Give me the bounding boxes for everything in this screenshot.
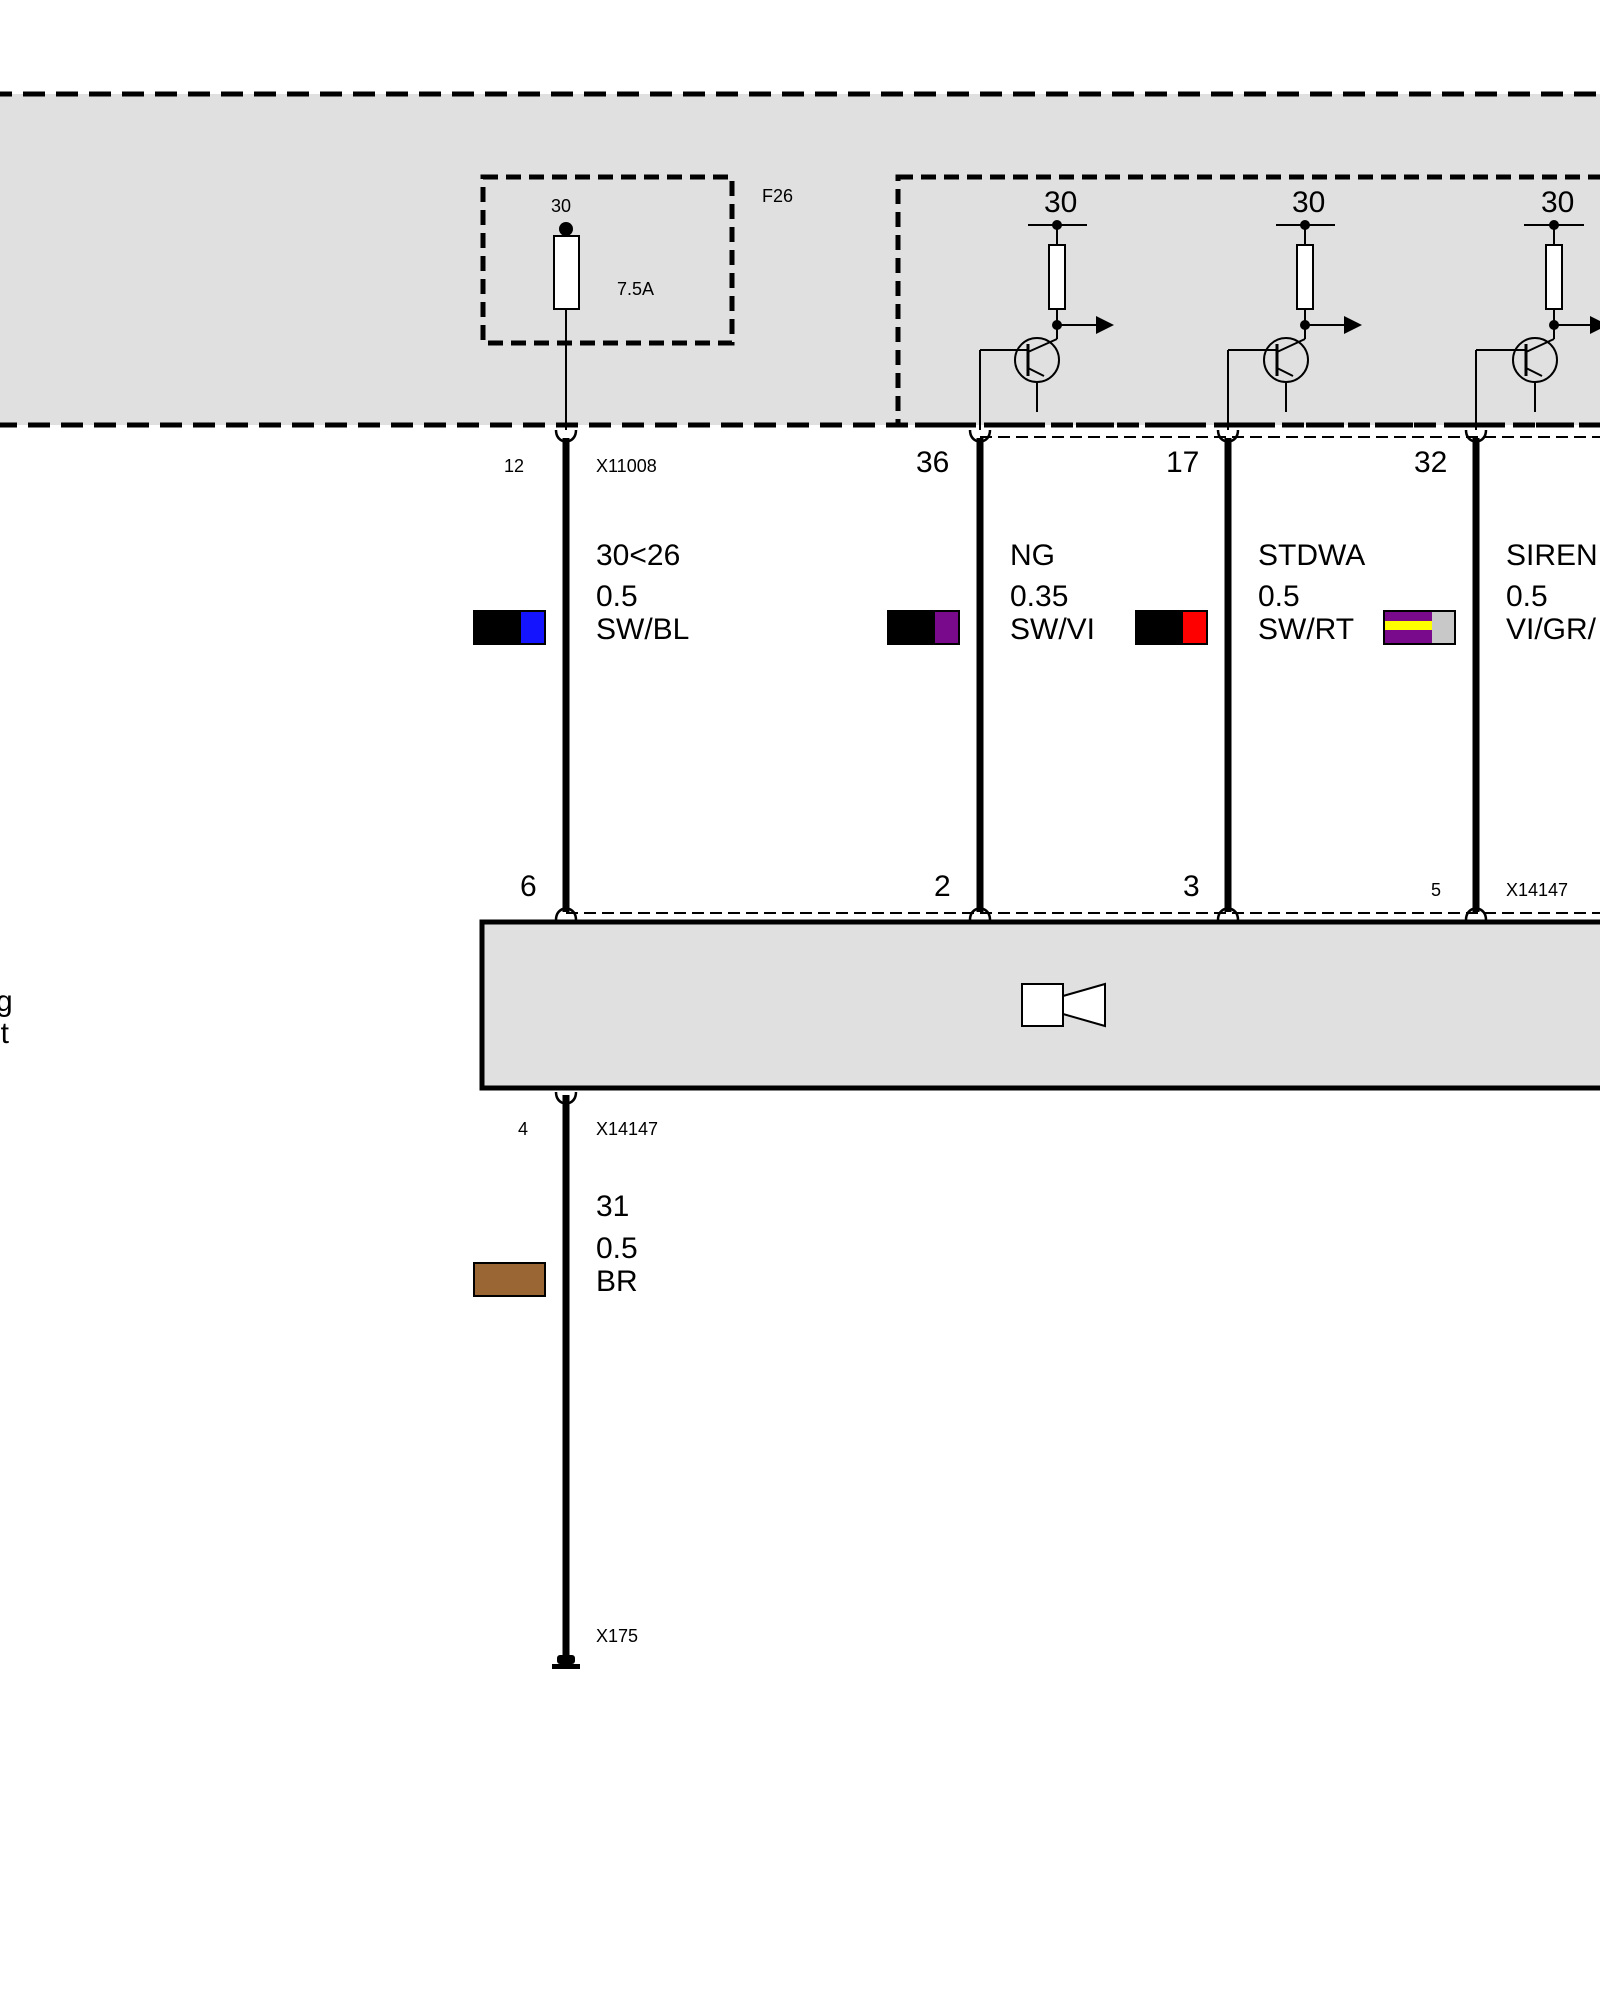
arrow-right-icon (1096, 316, 1114, 334)
ground-color-swatch (473, 1262, 546, 1297)
stage-3-terminal: 30 (1541, 186, 1574, 219)
device-pin-2: 2 (934, 870, 951, 903)
fuse-reference: F26 (762, 186, 793, 206)
wire-1-color-swatch (473, 610, 546, 645)
wire-3-color-code: SW/RT (1258, 613, 1354, 646)
speaker-icon (1021, 982, 1106, 1028)
arrow-right-icon (1590, 316, 1600, 334)
fuse-box (480, 174, 735, 346)
pin-17-label: 17 (1166, 446, 1199, 479)
resistor-icon (1545, 244, 1563, 310)
wire-2-gauge: 0.35 (1010, 580, 1068, 613)
pin-12-label: 12 (504, 456, 524, 476)
control-unit-box (0, 91, 1600, 428)
output-stage-box (895, 174, 1600, 428)
arrow-right-icon (1344, 316, 1362, 334)
ground-icon (552, 1655, 580, 1669)
fuse-rating: 7.5A (617, 279, 654, 299)
wire-3-gauge: 0.5 (1258, 580, 1300, 613)
device-pin-6: 6 (520, 870, 537, 903)
wire-1-signal: 30<26 (596, 539, 680, 572)
ground-point-label: X175 (596, 1626, 638, 1646)
pin-36-label: 36 (916, 446, 949, 479)
connector-x11008-label: X11008 (596, 456, 657, 476)
pin-contacts-upper (554, 429, 1488, 444)
transistor-stage-3: 30 (1475, 186, 1600, 430)
resistor-icon (1296, 244, 1314, 310)
transistor-stage-2: 30 (1227, 186, 1362, 430)
ground-signal: 31 (596, 1190, 629, 1223)
resistor-icon (1048, 244, 1066, 310)
ground-connector-label: X14147 (596, 1119, 658, 1139)
ground-pin-label: 4 (518, 1119, 528, 1139)
transistor-stage-1: 30 (979, 186, 1114, 430)
wire-2-signal: NG (1010, 539, 1055, 572)
wire-3-color-swatch (1135, 610, 1208, 645)
pin-32-label: 32 (1414, 446, 1447, 479)
wire-1-color-code: SW/BL (596, 613, 689, 646)
device-pin-3: 3 (1183, 870, 1200, 903)
fuse-icon (553, 235, 580, 310)
ground-gauge: 0.5 (596, 1232, 638, 1265)
device-name-line-2: it (0, 1017, 10, 1050)
wire-4-color-code: VI/GR/ (1506, 613, 1597, 646)
wire-1-gauge: 0.5 (596, 580, 638, 613)
wire-2-color-code: SW/VI (1010, 613, 1095, 646)
fuse-terminal-label: 30 (551, 196, 571, 216)
device-pin-5: 5 (1431, 880, 1441, 900)
wire-4-color-swatch (1383, 610, 1456, 645)
wire-4-signal: SIREN (1506, 539, 1598, 572)
wire-4-gauge: 0.5 (1506, 580, 1548, 613)
wire-2-color-swatch (887, 610, 960, 645)
stage-1-terminal: 30 (1044, 186, 1077, 219)
device-connector-label: X14147 (1506, 880, 1568, 900)
stage-2-terminal: 30 (1292, 186, 1325, 219)
wire-3-signal: STDWA (1258, 539, 1365, 572)
ground-color-code: BR (596, 1265, 638, 1298)
device-name-line-1: g (0, 985, 13, 1018)
